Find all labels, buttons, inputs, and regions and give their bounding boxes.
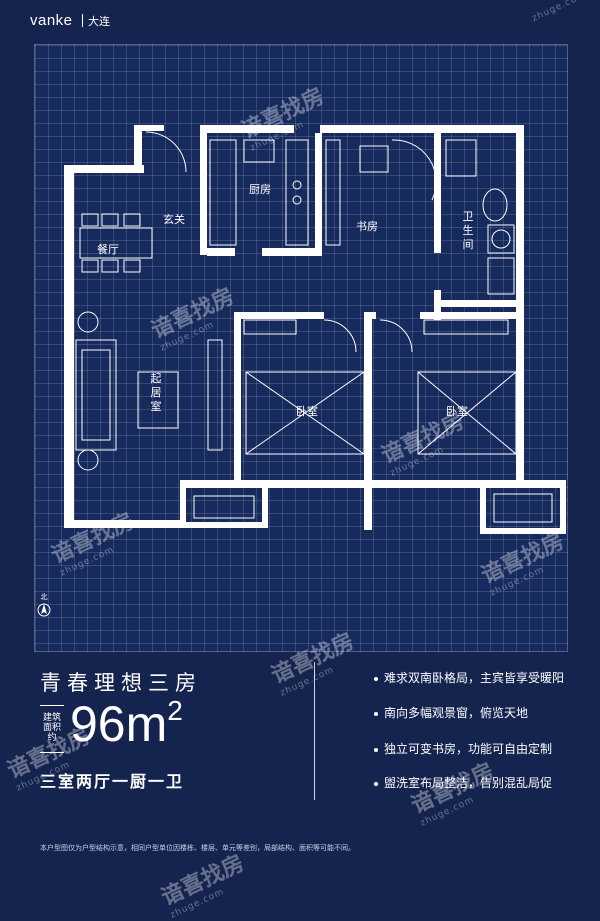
room-label-dining: 餐厅: [97, 243, 119, 256]
feature-text: 盥洗室布局整洁，告别混乱局促: [384, 776, 553, 790]
bullet-icon: [374, 747, 378, 752]
bullet-icon: [374, 711, 378, 716]
room-label-bedroom-1: 卧室: [296, 405, 318, 418]
feature-item: 南向多幅观景窗，俯览天地: [374, 704, 528, 721]
area-value: 96m2: [70, 694, 183, 754]
brand-separator: [82, 14, 83, 27]
section-divider: [314, 662, 315, 800]
brand-city: 大连: [88, 15, 110, 28]
north-compass: 北: [36, 592, 52, 617]
room-label-kitchen: 厨房: [249, 183, 271, 196]
room-label-bath: 卫生间: [462, 210, 474, 251]
room-label-entrance: 玄关: [163, 213, 185, 226]
walls: [64, 125, 566, 534]
room-label-living: 起居室: [150, 372, 162, 413]
brand-logo: vanke: [30, 12, 73, 29]
feature-text: 难求双南卧格局，主宾皆享受暖阳: [384, 671, 565, 685]
headline-title: 青春理想三房: [40, 671, 202, 695]
blueprint-grid: [34, 44, 568, 652]
feature-item: 独立可变书房，功能可自由定制: [374, 740, 552, 757]
compass-icon: [37, 603, 51, 617]
room-label-bedroom-2: 卧室: [446, 405, 468, 418]
area-label: 建筑面积约: [42, 713, 61, 743]
compass-label: 北: [40, 593, 48, 601]
layout-summary: 三室两厅一厨一卫: [40, 772, 185, 791]
area-superscript: 2: [167, 695, 183, 726]
floor-plan-drawing: [64, 125, 566, 534]
area-number: 96m: [70, 696, 168, 752]
feature-item: 难求双南卧格局，主宾皆享受暖阳: [374, 669, 564, 686]
fixtures: [75, 131, 553, 523]
bullet-icon: [374, 676, 378, 681]
disclaimer: 本户型图仅为户型结构示意，相同户型单位因楼栋、楼层、单元等差别，局部结构、面积等…: [40, 844, 355, 852]
feature-item: 盥洗室布局整洁，告别混乱局促: [374, 774, 552, 791]
feature-text: 独立可变书房，功能可自由定制: [384, 742, 553, 756]
header: vanke 大连: [0, 0, 600, 42]
room-label-study: 书房: [356, 220, 378, 233]
feature-text: 南向多幅观景窗，俯览天地: [384, 706, 529, 720]
area-label-frame: [40, 705, 64, 753]
bullet-icon: [374, 781, 378, 786]
